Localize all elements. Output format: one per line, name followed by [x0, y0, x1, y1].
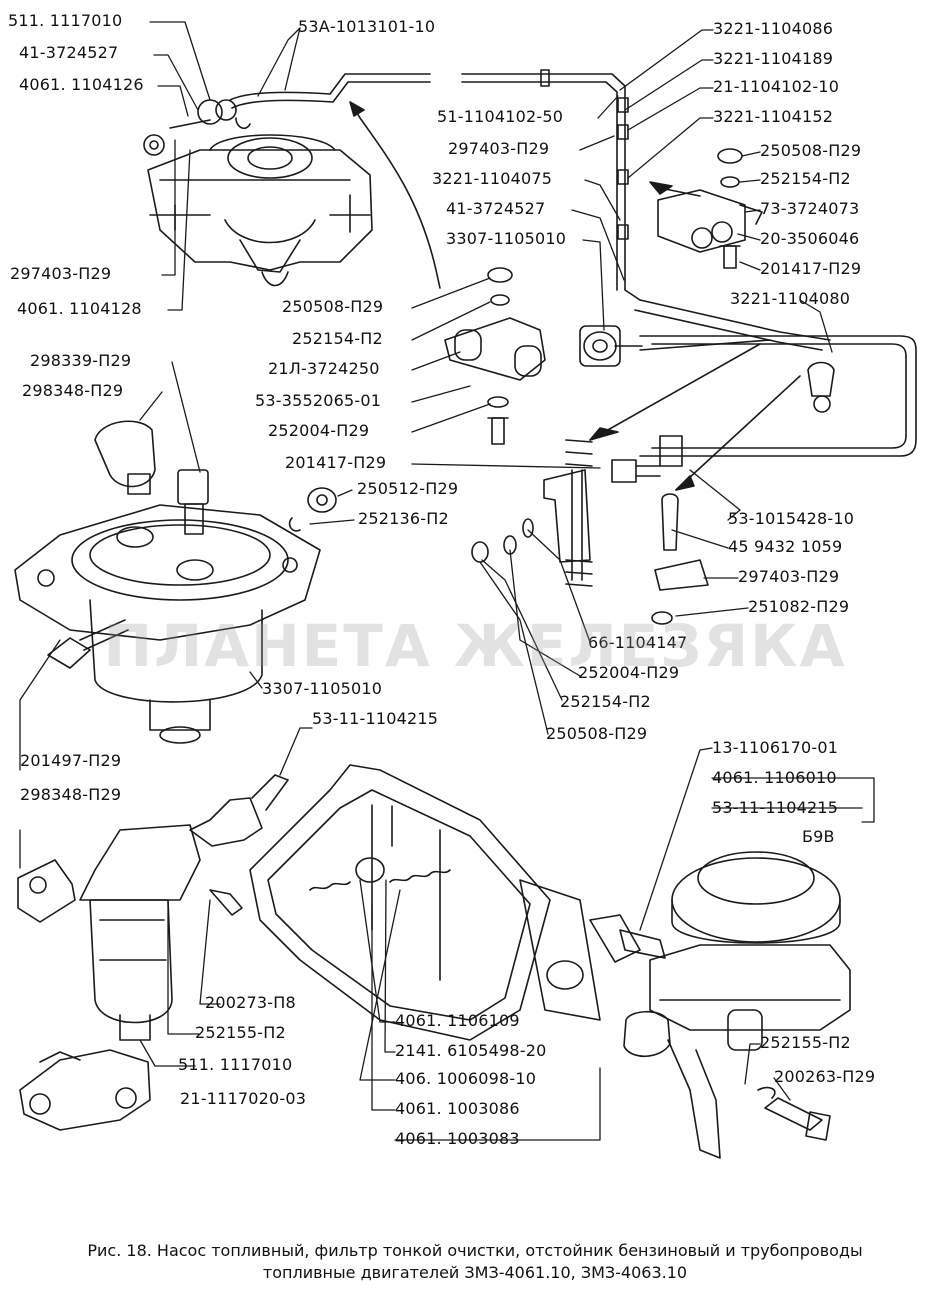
part-label-b9v: Б9В [802, 827, 835, 846]
fuel-pump-drawing [519, 851, 851, 1159]
part-label-73-3724073: 73-3724073 [760, 199, 860, 218]
part-label-20-3506046: 20-3506046 [760, 229, 860, 248]
part-label-4061-1104128: 4061. 1104128 [17, 299, 142, 318]
bracket-drawing [471, 439, 709, 625]
fuel-tank-drawing [579, 325, 917, 467]
part-label-251082-p29: 251082-П29 [748, 597, 850, 616]
part-label-252155-p2-right: 252155-П2 [760, 1033, 851, 1052]
part-label-4061-1003083: 4061. 1003083 [395, 1129, 520, 1148]
clamp-drawing [657, 148, 763, 269]
part-label-13-1106170-01: 13-1106170-01 [712, 738, 839, 757]
part-label-201497-p29: 201497-П29 [20, 751, 122, 770]
part-label-21-1104102-10: 21-1104102-10 [713, 77, 840, 96]
caption-line-1: Рис. 18. Насос топливный, фильтр тонкой … [87, 1241, 863, 1260]
part-label-21-1117020-03: 21-1117020-03 [180, 1089, 307, 1108]
part-label-53a-1013101-10: 53А-1013101-10 [298, 17, 436, 36]
part-label-53-11-1104215-left: 53-11-1104215 [312, 709, 439, 728]
part-label-298348-p29-low: 298348-П29 [20, 785, 122, 804]
part-label-53-1015428-10: 53-1015428-10 [728, 509, 855, 528]
engine-block-drawing [147, 134, 373, 287]
part-label-3307-1105010-low: 3307-1105010 [262, 679, 383, 698]
part-label-252155-p2-left: 252155-П2 [195, 1023, 286, 1042]
caption-line-2: топливные двигателей ЗМЗ-4061.10, ЗМЗ-40… [262, 1263, 688, 1282]
part-label-2141-6105498-20: 2141. 6105498-20 [395, 1041, 547, 1060]
part-label-4061-1106109: 4061. 1106109 [395, 1011, 520, 1030]
part-label-4061-1104126: 4061. 1104126 [19, 75, 144, 94]
part-label-53-11-1104215-right: 53-11-1104215 [712, 798, 839, 817]
part-label-3221-1104075: 3221-1104075 [432, 169, 553, 188]
pointer-arrows [349, 101, 801, 491]
part-label-51-1104102-50: 51-1104102-50 [437, 107, 564, 126]
part-label-252154-p2-right: 252154-П2 [760, 169, 851, 188]
part-label-252004-p29-low: 252004-П29 [578, 663, 680, 682]
part-label-298339-p29: 298339-П29 [30, 351, 132, 370]
pump-housing-drawing [249, 764, 551, 1041]
part-label-3221-1104080: 3221-1104080 [730, 289, 851, 308]
sediment-bowl-drawing [17, 774, 289, 1131]
part-label-3221-1104086: 3221-1104086 [713, 19, 834, 38]
part-label-252136-p2: 252136-П2 [358, 509, 449, 528]
part-label-4061-1106010: 4061. 1106010 [712, 768, 837, 787]
part-label-200273-p8: 200273-П8 [205, 993, 296, 1012]
part-label-21l-3724250: 21Л-3724250 [268, 359, 380, 378]
part-label-252154-p2-low: 252154-П2 [560, 692, 651, 711]
clamp-center-drawing [444, 267, 546, 445]
part-label-250508-p29-right: 250508-П29 [760, 141, 862, 160]
part-label-250512-p29: 250512-П29 [357, 479, 459, 498]
part-label-201417-p29-right: 201417-П29 [760, 259, 862, 278]
part-label-66-1104147: 66-1104147 [588, 633, 688, 652]
part-label-250508-p29-center: 250508-П29 [282, 297, 384, 316]
part-label-45-9432-1059: 45 9432 1059 [728, 537, 843, 556]
watermark: ПЛАНЕТА ЖЕЛЕЗЯКА [103, 612, 847, 680]
part-label-3221-1104152: 3221-1104152 [713, 107, 834, 126]
part-label-41-3724527-mid: 41-3724527 [446, 199, 546, 218]
part-label-406-1006098-10: 406. 1006098-10 [395, 1069, 537, 1088]
part-label-511-1117010-top: 511. 1117010 [8, 11, 123, 30]
leader-lines [19, 21, 875, 1141]
part-label-252004-p29-center: 252004-П29 [268, 421, 370, 440]
part-label-297403-p29-top: 297403-П29 [448, 139, 550, 158]
part-label-298348-p29-mid: 298348-П29 [22, 381, 124, 400]
part-label-200263-p29: 200263-П29 [774, 1067, 876, 1086]
part-label-511-1117010-low: 511. 1117010 [178, 1055, 293, 1074]
part-label-53-3552065-01: 53-3552065-01 [255, 391, 382, 410]
part-label-250508-p29-low: 250508-П29 [546, 724, 648, 743]
figure-caption: Рис. 18. Насос топливный, фильтр тонкой … [0, 1240, 950, 1284]
part-label-41-3724527-top: 41-3724527 [19, 43, 119, 62]
fuel-line-drawing [143, 69, 831, 351]
part-label-252154-p2-center: 252154-П2 [292, 329, 383, 348]
part-label-297403-p29-left: 297403-П29 [10, 264, 112, 283]
part-label-201417-p29-center: 201417-П29 [285, 453, 387, 472]
fine-filter-drawing [14, 420, 337, 744]
part-label-297403-p29-low: 297403-П29 [738, 567, 840, 586]
part-label-3307-1105010-top: 3307-1105010 [446, 229, 567, 248]
part-label-4061-1003086: 4061. 1003086 [395, 1099, 520, 1118]
part-label-3221-1104189: 3221-1104189 [713, 49, 834, 68]
